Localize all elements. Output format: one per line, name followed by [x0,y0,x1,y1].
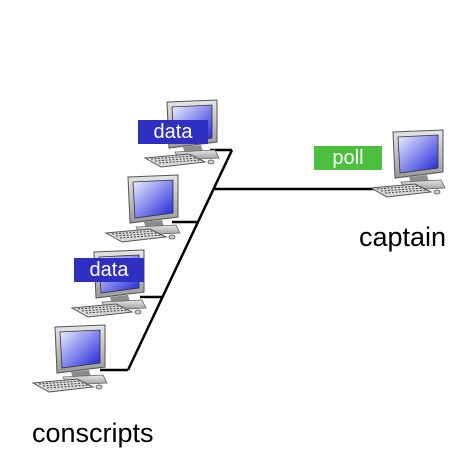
keyboard-keys [111,230,155,235]
computer-icon [31,324,108,393]
conscripts-label: conscripts [32,418,154,448]
data-message-tag: data [138,120,208,144]
keyboard-keys [376,185,420,190]
keyboard [31,378,95,393]
keyboard-keys [115,232,159,237]
mouse [207,159,215,165]
keyboard [143,153,207,168]
keyboard-keys [81,307,125,312]
keyboard-keys [150,155,194,160]
monitor-screen [132,179,174,219]
keyboard [104,228,168,243]
data-message-tag: data [74,258,144,282]
keyboard-keys [158,159,202,164]
keyboard-keys [77,305,121,310]
keyboard-keys [119,234,163,239]
keyboard [70,303,134,318]
mouse [433,189,441,195]
keyboard [369,183,433,198]
captain-label: captain [359,222,447,252]
mouse [168,234,176,240]
mouse [134,309,142,315]
keyboard-keys [380,187,424,192]
poll-message-tag: poll [314,146,382,170]
keyboard-keys [38,380,82,385]
monitor-screen [59,329,101,369]
keyboard-keys [154,157,198,162]
keyboard-keys [384,189,428,194]
keyboard-keys [46,384,90,389]
mouse [95,384,103,390]
keyboard-keys [42,382,86,387]
bus-trunk [126,149,234,371]
keyboard-keys [85,309,129,314]
computer-icon [104,174,181,243]
monitor-screen [397,134,439,174]
computer-icon [369,129,446,198]
